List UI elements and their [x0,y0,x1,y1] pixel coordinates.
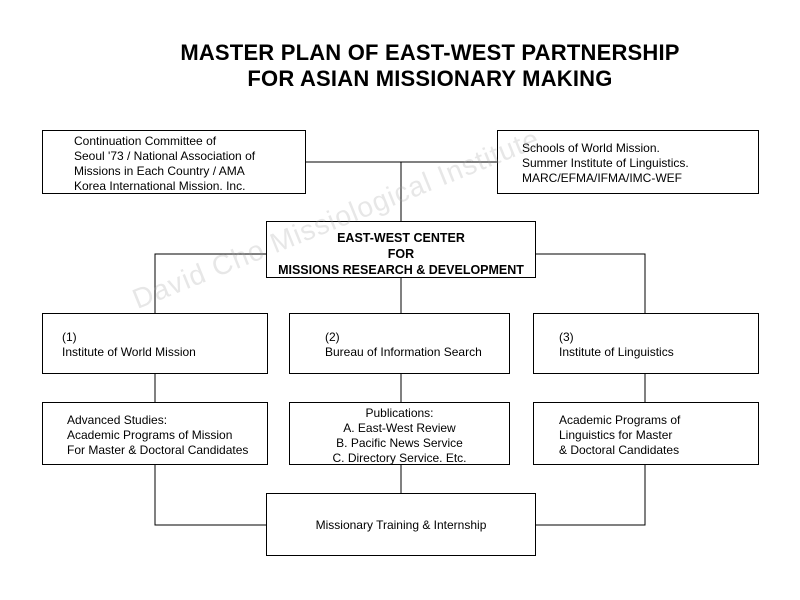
box-text-line: Academic Programs of Mission [67,428,233,442]
box-text-line: For Master & Doctoral Candidates [67,443,249,457]
box-text-line: Continuation Committee of [74,134,217,148]
missionary-training-box: Missionary Training & Internship [266,493,536,556]
continuation-committee-box: Continuation Committee of Seoul '73 / Na… [42,130,306,194]
bureau-of-information-search-box: (2) Bureau of Information Search [289,313,510,374]
box-text-line: Advanced Studies: [67,413,168,427]
box-text-line: MARC/EFMA/IFMA/IMC-WEF [522,171,682,185]
box-text-line: EAST-WEST CENTER [337,231,465,245]
publications-box: Publications: A. East-West Review B. Pac… [289,402,510,465]
box-text-line: & Doctoral Candidates [559,443,680,457]
diagram-title-line-2: FOR ASIAN MISSIONARY MAKING [247,66,613,91]
institute-of-linguistics-box: (3) Institute of Linguistics [533,313,759,374]
box-text-line: B. Pacific News Service [336,436,463,450]
box-number: (3) [559,330,574,344]
box-text-line: MISSIONS RESEARCH & DEVELOPMENT [278,263,524,277]
box-text-line: Korea International Mission. Inc. [74,179,246,193]
linguistics-programs-box: Academic Programs of Linguistics for Mas… [533,402,759,465]
diagram-title-line-1: MASTER PLAN OF EAST-WEST PARTNERSHIP [180,40,680,65]
schools-of-world-mission-box: Schools of World Mission. Summer Institu… [497,130,759,194]
box-number: (1) [62,330,77,344]
left-to-training-connector [154,465,266,526]
east-west-center-box: EAST-WEST CENTER FOR MISSIONS RESEARCH &… [266,221,536,278]
box-label: Bureau of Information Search [325,345,482,359]
institute-of-world-mission-box: (1) Institute of World Mission [42,313,268,374]
box-text-line: Linguistics for Master [559,428,673,442]
box-text-line: Schools of World Mission. [522,141,660,155]
box-text-line: Academic Programs of [559,413,681,427]
center-to-right-connector [536,253,646,313]
box-label: Institute of Linguistics [559,345,674,359]
center-to-left-connector [154,253,266,313]
box-text-line: Publications: [365,406,434,420]
box-text-line: Missions in Each Country / AMA [74,164,245,178]
right-to-training-connector [536,465,646,526]
box-number: (2) [325,330,340,344]
box-text-line: Summer Institute of Linguistics. [522,156,689,170]
box-label: Institute of World Mission [62,345,196,359]
box-text-line: Seoul '73 / National Association of [74,149,256,163]
box-text-line: C. Directory Service. Etc. [332,451,467,465]
box-label: Missionary Training & Internship [315,518,487,532]
box-text-line: A. East-West Review [343,421,456,435]
advanced-studies-box: Advanced Studies: Academic Programs of M… [42,402,268,465]
box-text-line: FOR [387,247,415,261]
